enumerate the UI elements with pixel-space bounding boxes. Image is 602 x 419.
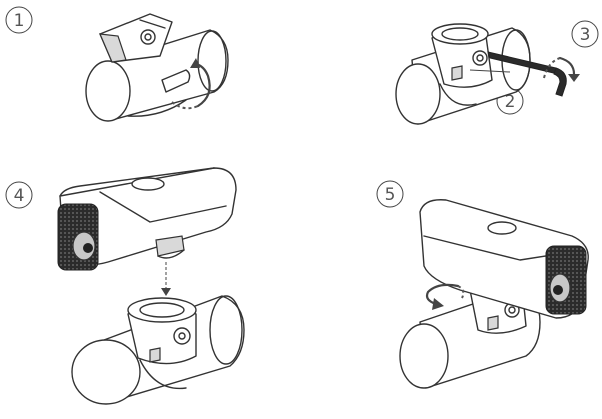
- step-3-label: 3: [571, 20, 599, 48]
- step-1-number: 1: [14, 11, 25, 31]
- step-4-panel: 4: [5, 167, 245, 405]
- bike-light: [419, 199, 589, 319]
- step-5-panel: 5: [376, 180, 589, 389]
- bike-light: [57, 167, 237, 271]
- bracket-mount: [431, 23, 493, 106]
- bracket-mount: [99, 13, 173, 63]
- rotate-arrow-icon: [543, 56, 580, 82]
- step-2-3-panel: 3 2: [395, 20, 599, 125]
- down-arrow-icon: [161, 262, 171, 296]
- hex-key-tool: [487, 51, 567, 97]
- rotate-arrow-icon: [171, 58, 211, 110]
- bracket-mount: [127, 297, 197, 390]
- step-5-label: 5: [376, 180, 404, 208]
- step-3-number: 3: [580, 25, 591, 45]
- step-1-panel: 1: [5, 6, 229, 122]
- step-5-number: 5: [385, 185, 396, 205]
- leader-line: [469, 69, 511, 73]
- step-1-label: 1: [5, 6, 33, 34]
- rotate-arrow-icon: [425, 283, 465, 310]
- strap-lever: [127, 69, 191, 117]
- handlebar-tube: [85, 29, 229, 122]
- step-2-number: 2: [505, 92, 516, 112]
- step-4-number: 4: [14, 186, 25, 206]
- step-4-label: 4: [5, 181, 33, 209]
